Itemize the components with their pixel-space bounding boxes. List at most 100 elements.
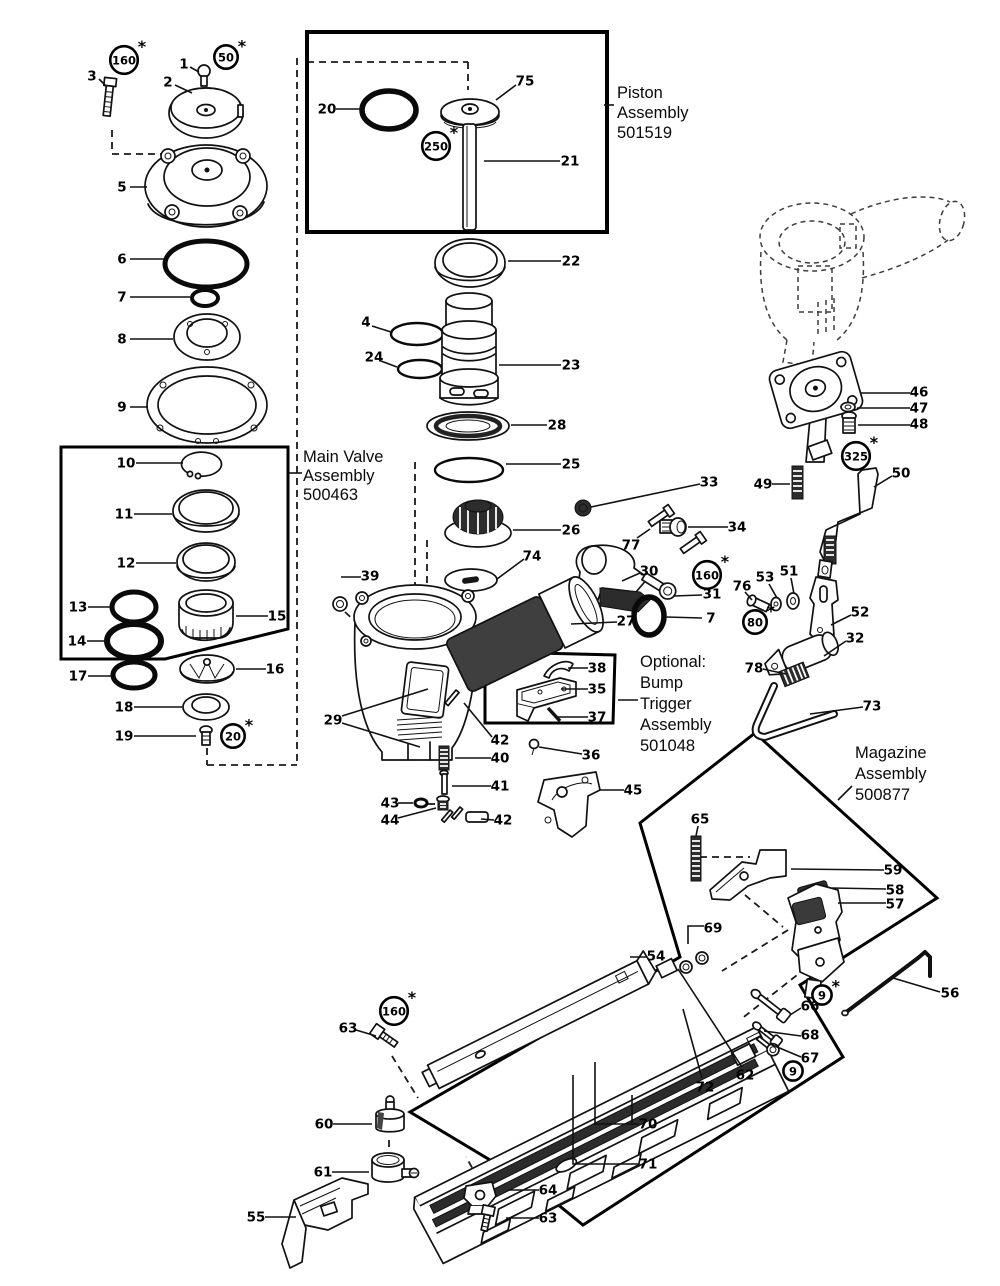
leader-line-1 <box>189 66 200 73</box>
part-40-spring <box>438 745 450 771</box>
leader-line-52 <box>830 614 852 626</box>
leader-line-68 <box>763 1030 802 1037</box>
part-callout-64: 64 <box>539 1183 558 1199</box>
part-callout-63: 63 <box>339 1021 358 1037</box>
part-17-o-ring <box>110 659 158 691</box>
part-31-screw <box>640 571 677 600</box>
part-7-o-ring <box>190 288 220 308</box>
leader-line-65 <box>695 825 699 837</box>
part-20-o-ring <box>359 88 419 132</box>
part-61-clamp <box>371 1152 420 1183</box>
leader-line-29 <box>341 722 421 748</box>
part-callout-7: 7 <box>117 290 126 306</box>
part-47-washer <box>840 401 856 413</box>
part-callout-77: 77 <box>622 538 641 554</box>
leader-line-63 <box>355 1029 377 1037</box>
part-callout-28: 28 <box>548 418 567 434</box>
asterisk: * <box>238 36 247 55</box>
tool-body-ghost-outline <box>759 196 966 367</box>
asterisk: * <box>245 715 254 734</box>
torque-badge-number: 9 <box>789 1064 797 1078</box>
part-callout-15: 15 <box>268 609 287 625</box>
part-callout-68: 68 <box>801 1028 820 1044</box>
part-37-pin <box>546 706 562 723</box>
part-callout-44: 44 <box>381 813 400 829</box>
asterisk: * <box>870 433 879 452</box>
part-16-valve-spring-disc <box>179 654 235 684</box>
part-70-nail-strip-a <box>429 1043 759 1215</box>
part-callout-75: 75 <box>516 74 535 90</box>
part-45-trigger <box>537 771 601 838</box>
part-42-pin-upper <box>444 689 460 707</box>
part-63-screw-bottom <box>480 1204 496 1233</box>
part-callout-46: 46 <box>910 385 929 401</box>
part-callout-54: 54 <box>647 949 666 965</box>
leader-line-36 <box>538 746 583 755</box>
part-74-check-disc <box>444 568 498 592</box>
part-callout-22: 22 <box>562 254 581 270</box>
part-callout-57: 57 <box>886 897 905 913</box>
asterisk: * <box>450 123 459 142</box>
part-60-bumper-foot <box>375 1095 405 1133</box>
part-callout-19: 19 <box>115 729 134 745</box>
part-77-screws <box>647 503 708 555</box>
part-callout-42: 42 <box>491 733 510 749</box>
part-callout-72: 72 <box>696 1080 715 1096</box>
part-callout-35: 35 <box>588 682 607 698</box>
part-callout-27: 27 <box>617 614 636 630</box>
part-callout-26: 26 <box>562 523 581 539</box>
leader-line-33 <box>590 483 701 508</box>
leader-line-72 <box>682 1008 703 1079</box>
part-callout-4: 4 <box>361 315 370 331</box>
part-19-screw <box>199 725 213 746</box>
part-41-pin <box>439 769 449 795</box>
magazine-assembly-box <box>407 731 940 1227</box>
part-callout-1: 1 <box>179 57 188 73</box>
part-callout-8: 8 <box>117 332 126 348</box>
part-callout-42: 42 <box>494 813 513 829</box>
main-valve-assembly-box <box>59 445 290 661</box>
torque-badge-number: 325 <box>844 449 868 463</box>
part-callout-45: 45 <box>624 783 643 799</box>
leader-line-56 <box>892 977 941 993</box>
part-callout-18: 18 <box>115 700 134 716</box>
leader-line-59 <box>790 868 885 871</box>
part-13-o-ring <box>109 589 159 625</box>
part-78-spring <box>778 661 810 688</box>
leader-line-24 <box>380 360 398 368</box>
leader-line-4 <box>371 325 392 333</box>
torque-badge-circle-250 <box>420 130 452 162</box>
part-callout-74: 74 <box>523 549 542 565</box>
part-66-bolt <box>750 988 792 1024</box>
part-callout-38: 38 <box>588 661 607 677</box>
part-4-o-ring <box>389 321 445 347</box>
part-55-no-mar-bracket <box>281 1177 369 1269</box>
part-51-washer <box>786 592 800 610</box>
part-callout-37: 37 <box>588 710 607 726</box>
part-29-housing <box>353 584 478 761</box>
part-callout-10: 10 <box>117 456 136 472</box>
part-62-spacer <box>655 957 679 979</box>
part-callout-60: 60 <box>315 1117 334 1133</box>
part-52-bracket <box>809 576 839 647</box>
part-callout-55: 55 <box>247 1210 266 1226</box>
part-callout-20: 20 <box>318 102 337 118</box>
leader-line-66 <box>789 1007 802 1016</box>
leader-line-44 <box>397 807 437 819</box>
part-25-o-ring <box>433 456 505 484</box>
torque-badge-number: 250 <box>424 139 448 153</box>
torque-badge-number: 160 <box>382 1004 406 1018</box>
part-callout-29: 29 <box>324 713 343 729</box>
part-23-cylinder <box>439 292 499 406</box>
leader-line-29 <box>341 688 429 717</box>
part-callout-62: 62 <box>736 1068 755 1084</box>
part-callout-23: 23 <box>562 358 581 374</box>
part-2-piston-cap <box>168 87 244 139</box>
part-65-spring <box>690 835 702 882</box>
part-callout-41: 41 <box>491 779 510 795</box>
asterisk: * <box>408 988 417 1007</box>
part-callout-48: 48 <box>910 417 929 433</box>
part-callout-14: 14 <box>68 634 87 650</box>
